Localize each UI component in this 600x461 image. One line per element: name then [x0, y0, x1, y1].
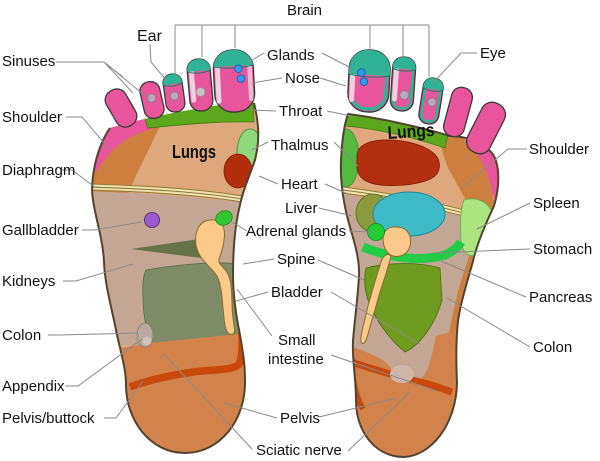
svg-text:Stomach: Stomach — [533, 241, 592, 258]
svg-text:Brain: Brain — [287, 2, 322, 19]
svg-text:Eye: Eye — [480, 45, 506, 62]
svg-text:Lungs: Lungs — [172, 142, 216, 162]
svg-text:Appendix: Appendix — [2, 378, 65, 395]
svg-text:Shoulder: Shoulder — [2, 109, 62, 126]
svg-text:Gallbladder: Gallbladder — [2, 222, 79, 239]
svg-text:Pelvis: Pelvis — [280, 410, 320, 427]
svg-text:Liver: Liver — [285, 200, 318, 217]
svg-text:Throat: Throat — [279, 103, 323, 120]
svg-text:Lungs: Lungs — [387, 120, 435, 143]
svg-text:Sciatic nerve: Sciatic nerve — [256, 442, 342, 459]
svg-text:Bladder: Bladder — [271, 284, 323, 301]
svg-text:Thalmus: Thalmus — [271, 137, 329, 154]
svg-text:Shoulder: Shoulder — [529, 141, 589, 158]
svg-text:Heart: Heart — [281, 176, 319, 193]
svg-text:Pelvis/buttock: Pelvis/buttock — [2, 410, 95, 427]
svg-text:Kidneys: Kidneys — [2, 273, 55, 290]
svg-text:Colon: Colon — [2, 327, 41, 344]
svg-text:Sinuses: Sinuses — [2, 53, 55, 70]
svg-text:Spleen: Spleen — [533, 195, 580, 212]
svg-text:Small: Small — [278, 332, 316, 349]
svg-text:Ear: Ear — [137, 28, 163, 45]
svg-text:Colon: Colon — [533, 339, 572, 356]
svg-text:Nose: Nose — [285, 70, 320, 87]
svg-text:Adrenal glands: Adrenal glands — [246, 223, 346, 240]
svg-text:Glands: Glands — [267, 47, 315, 64]
svg-text:Spine: Spine — [277, 251, 315, 268]
svg-text:intestine: intestine — [268, 351, 324, 368]
svg-text:Pancreas: Pancreas — [529, 289, 592, 306]
svg-text:Diaphragm: Diaphragm — [2, 162, 75, 179]
